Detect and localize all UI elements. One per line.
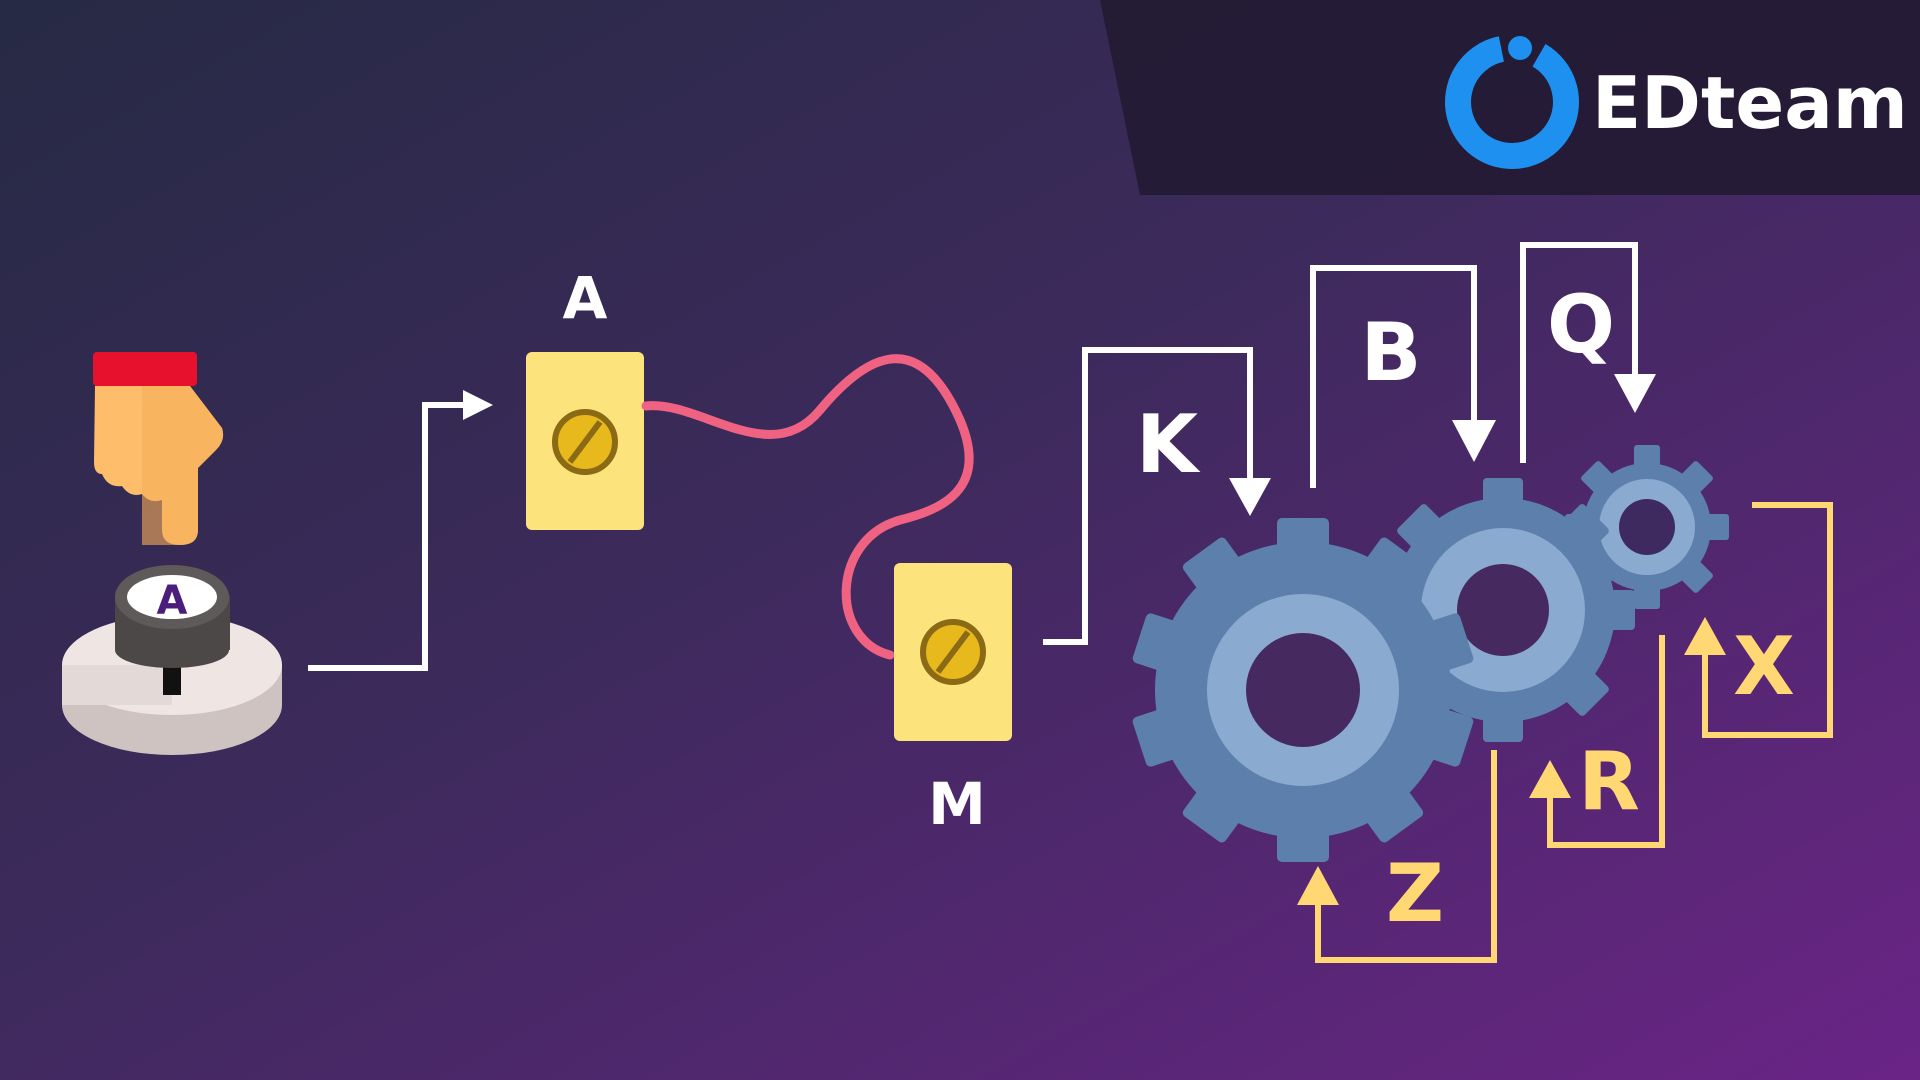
brand-name: EDteam [1592, 61, 1908, 145]
connector-z [1315, 750, 1497, 963]
label-x: X [1733, 620, 1795, 713]
label-q: Q [1547, 278, 1615, 371]
label-b: B [1361, 306, 1422, 399]
arrow-b [1452, 420, 1496, 462]
label-r: R [1578, 735, 1640, 828]
arrow-r [1529, 760, 1571, 798]
label-k: K [1136, 398, 1201, 491]
large-gear-icon [1132, 518, 1474, 862]
wire [641, 354, 974, 660]
connector-k [1043, 347, 1253, 645]
connector-q [1520, 242, 1638, 463]
edteam-logo-icon [1445, 35, 1579, 169]
relay-a-label: A [563, 264, 608, 332]
connector-b [1310, 265, 1477, 488]
push-button: A [62, 565, 282, 755]
arrow-z [1297, 866, 1339, 905]
arrow-k [1229, 478, 1271, 516]
small-gear-icon [1565, 445, 1729, 609]
relay-m-label: M [928, 770, 986, 838]
connector-button-to-relay-a [308, 390, 493, 671]
arrow-q [1614, 374, 1656, 413]
pointing-hand-icon [93, 352, 224, 545]
connector-x [1702, 502, 1833, 738]
connector-r [1547, 635, 1665, 848]
relay-a: A [526, 264, 644, 530]
button-label: A [157, 578, 188, 624]
label-z: Z [1386, 847, 1444, 940]
arrow-x [1684, 617, 1726, 655]
logo-banner: EDteam [1100, 0, 1920, 195]
relay-m: M [894, 563, 1012, 838]
